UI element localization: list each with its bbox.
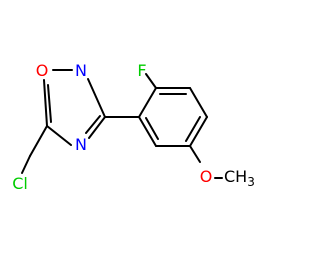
bond-ch2-cl (21, 155, 31, 174)
bond-n4-c5 (46, 125, 72, 146)
atom-chlorine: Cl (12, 174, 28, 193)
bond-c5p-o (189, 145, 201, 163)
bond-c2p-f (145, 73, 157, 89)
bond-c3p-c4p (189, 87, 208, 118)
atom-nitrogen-bottom: N (75, 135, 87, 154)
bond-c5-o1 (43, 79, 48, 127)
bond-c1p-c2p (138, 87, 157, 118)
bond-c3-n4-inner (85, 115, 101, 134)
bond-c4p-c5p-inner (185, 116, 201, 142)
atom-oxygen-ring: O (36, 61, 49, 80)
bond-c6p-c1p (138, 116, 157, 147)
bond-c3-n4 (88, 116, 106, 139)
bond-n2-c3 (87, 78, 106, 118)
structure-svg: O N N F O CH3 Cl (12, 61, 255, 193)
bond-c5-o1-inner (47, 84, 52, 123)
atom-fluorine: F (137, 61, 146, 80)
methyl-label: CH (224, 167, 247, 186)
molecule-diagram: O N N F O CH3 Cl (12, 61, 255, 193)
bond-c6p-c1p-inner (145, 117, 159, 140)
group-methyl: CH3 (224, 167, 255, 189)
methyl-subscript: 3 (247, 175, 255, 189)
atom-oxygen-methoxy: O (200, 167, 213, 186)
bond-c5-ch2 (29, 125, 48, 157)
bond-c4p-c5p (189, 116, 208, 147)
atom-nitrogen-top: N (75, 61, 87, 80)
